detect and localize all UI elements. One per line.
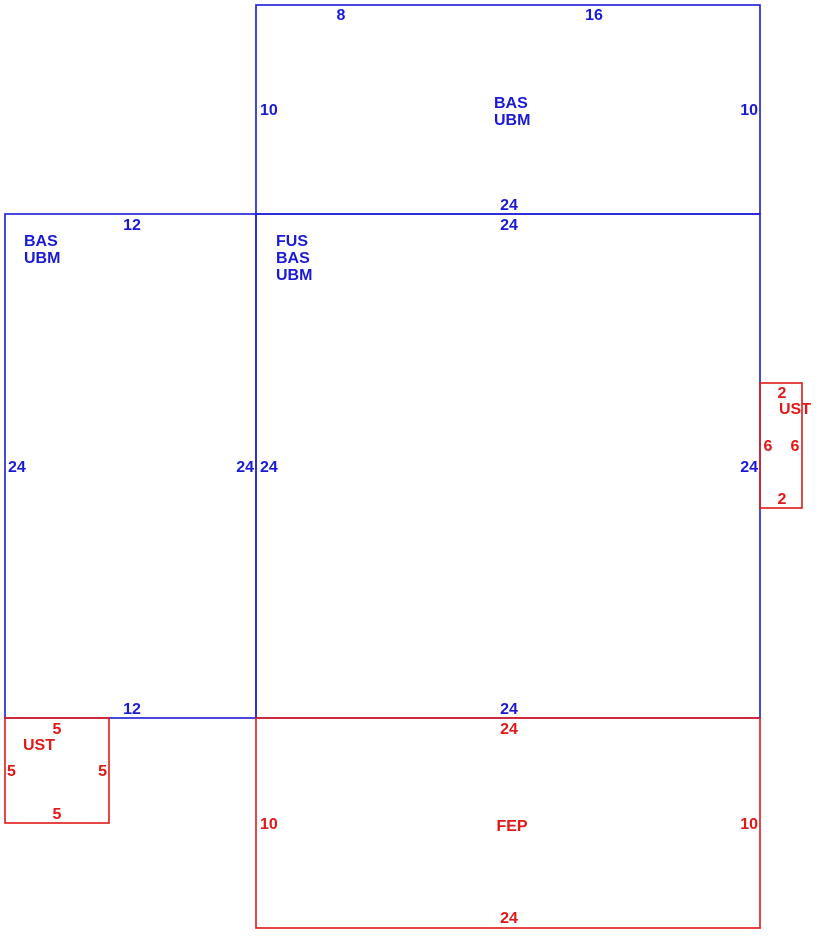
left-block-right-dimension: 24 (236, 459, 254, 476)
main-block-left-dimension: 24 (260, 459, 278, 476)
main-block-code-1: FUS (276, 233, 308, 250)
main-block-bottom-dimension: 24 (500, 701, 518, 718)
bottom-block-bottom-dimension: 24 (500, 910, 518, 927)
bottom-block-code: FEP (496, 818, 527, 835)
top-block-code-2: UBM (494, 112, 530, 129)
top-block-left-dimension: 10 (260, 102, 278, 119)
left-block-left-dimension: 24 (8, 459, 26, 476)
left-block-bottom-dimension: 12 (123, 701, 141, 718)
bottom-block-outline (255, 717, 761, 929)
bottom-small-block-bottom-dimension: 5 (53, 806, 62, 823)
left-block-code-1: BAS (24, 233, 58, 250)
bottom-small-block: 5 UST 5 5 5 (4, 717, 110, 824)
top-block-top-dimension-a: 8 (337, 7, 346, 24)
top-block-top-dimension-b: 16 (585, 7, 603, 24)
main-block-code-3: UBM (276, 267, 312, 284)
right-small-block-right-dimension: 6 (791, 438, 800, 455)
main-block-outline (255, 213, 761, 719)
bottom-small-block-top-dimension: 5 (53, 721, 62, 738)
main-block-code-2: BAS (276, 250, 310, 267)
right-small-block-left-dimension: 6 (764, 438, 773, 455)
main-block-right-dimension: 24 (740, 459, 758, 476)
main-block-top-dimension: 24 (500, 217, 518, 234)
top-block-bottom-dimension: 24 (500, 197, 518, 214)
top-block-code-1: BAS (494, 95, 528, 112)
right-small-block-code: UST (779, 401, 811, 418)
bottom-small-block-left-dimension: 5 (7, 763, 16, 780)
bottom-block-top-dimension: 24 (500, 721, 518, 738)
bottom-block-left-dimension: 10 (260, 816, 278, 833)
right-small-block-outline (759, 382, 803, 509)
right-small-block: 2 UST 6 6 2 (759, 382, 811, 509)
bottom-small-block-outline (4, 717, 110, 824)
bottom-small-block-code: UST (23, 737, 55, 754)
right-small-block-bottom-dimension: 2 (778, 491, 787, 508)
left-block-outline (4, 213, 257, 719)
top-block: 8 16 10 10 24 BAS UBM (255, 4, 761, 215)
right-small-block-top-dimension: 2 (778, 385, 787, 402)
main-block: 24 24 24 24 FUS BAS UBM (255, 213, 761, 719)
left-block-top-dimension: 12 (123, 217, 141, 234)
bottom-small-block-right-dimension: 5 (98, 763, 107, 780)
top-block-right-dimension: 10 (740, 102, 758, 119)
left-block-code-2: UBM (24, 250, 60, 267)
bottom-block-right-dimension: 10 (740, 816, 758, 833)
left-block: 12 24 24 12 BAS UBM (4, 213, 257, 719)
bottom-block: 24 10 10 FEP 24 (255, 717, 761, 929)
